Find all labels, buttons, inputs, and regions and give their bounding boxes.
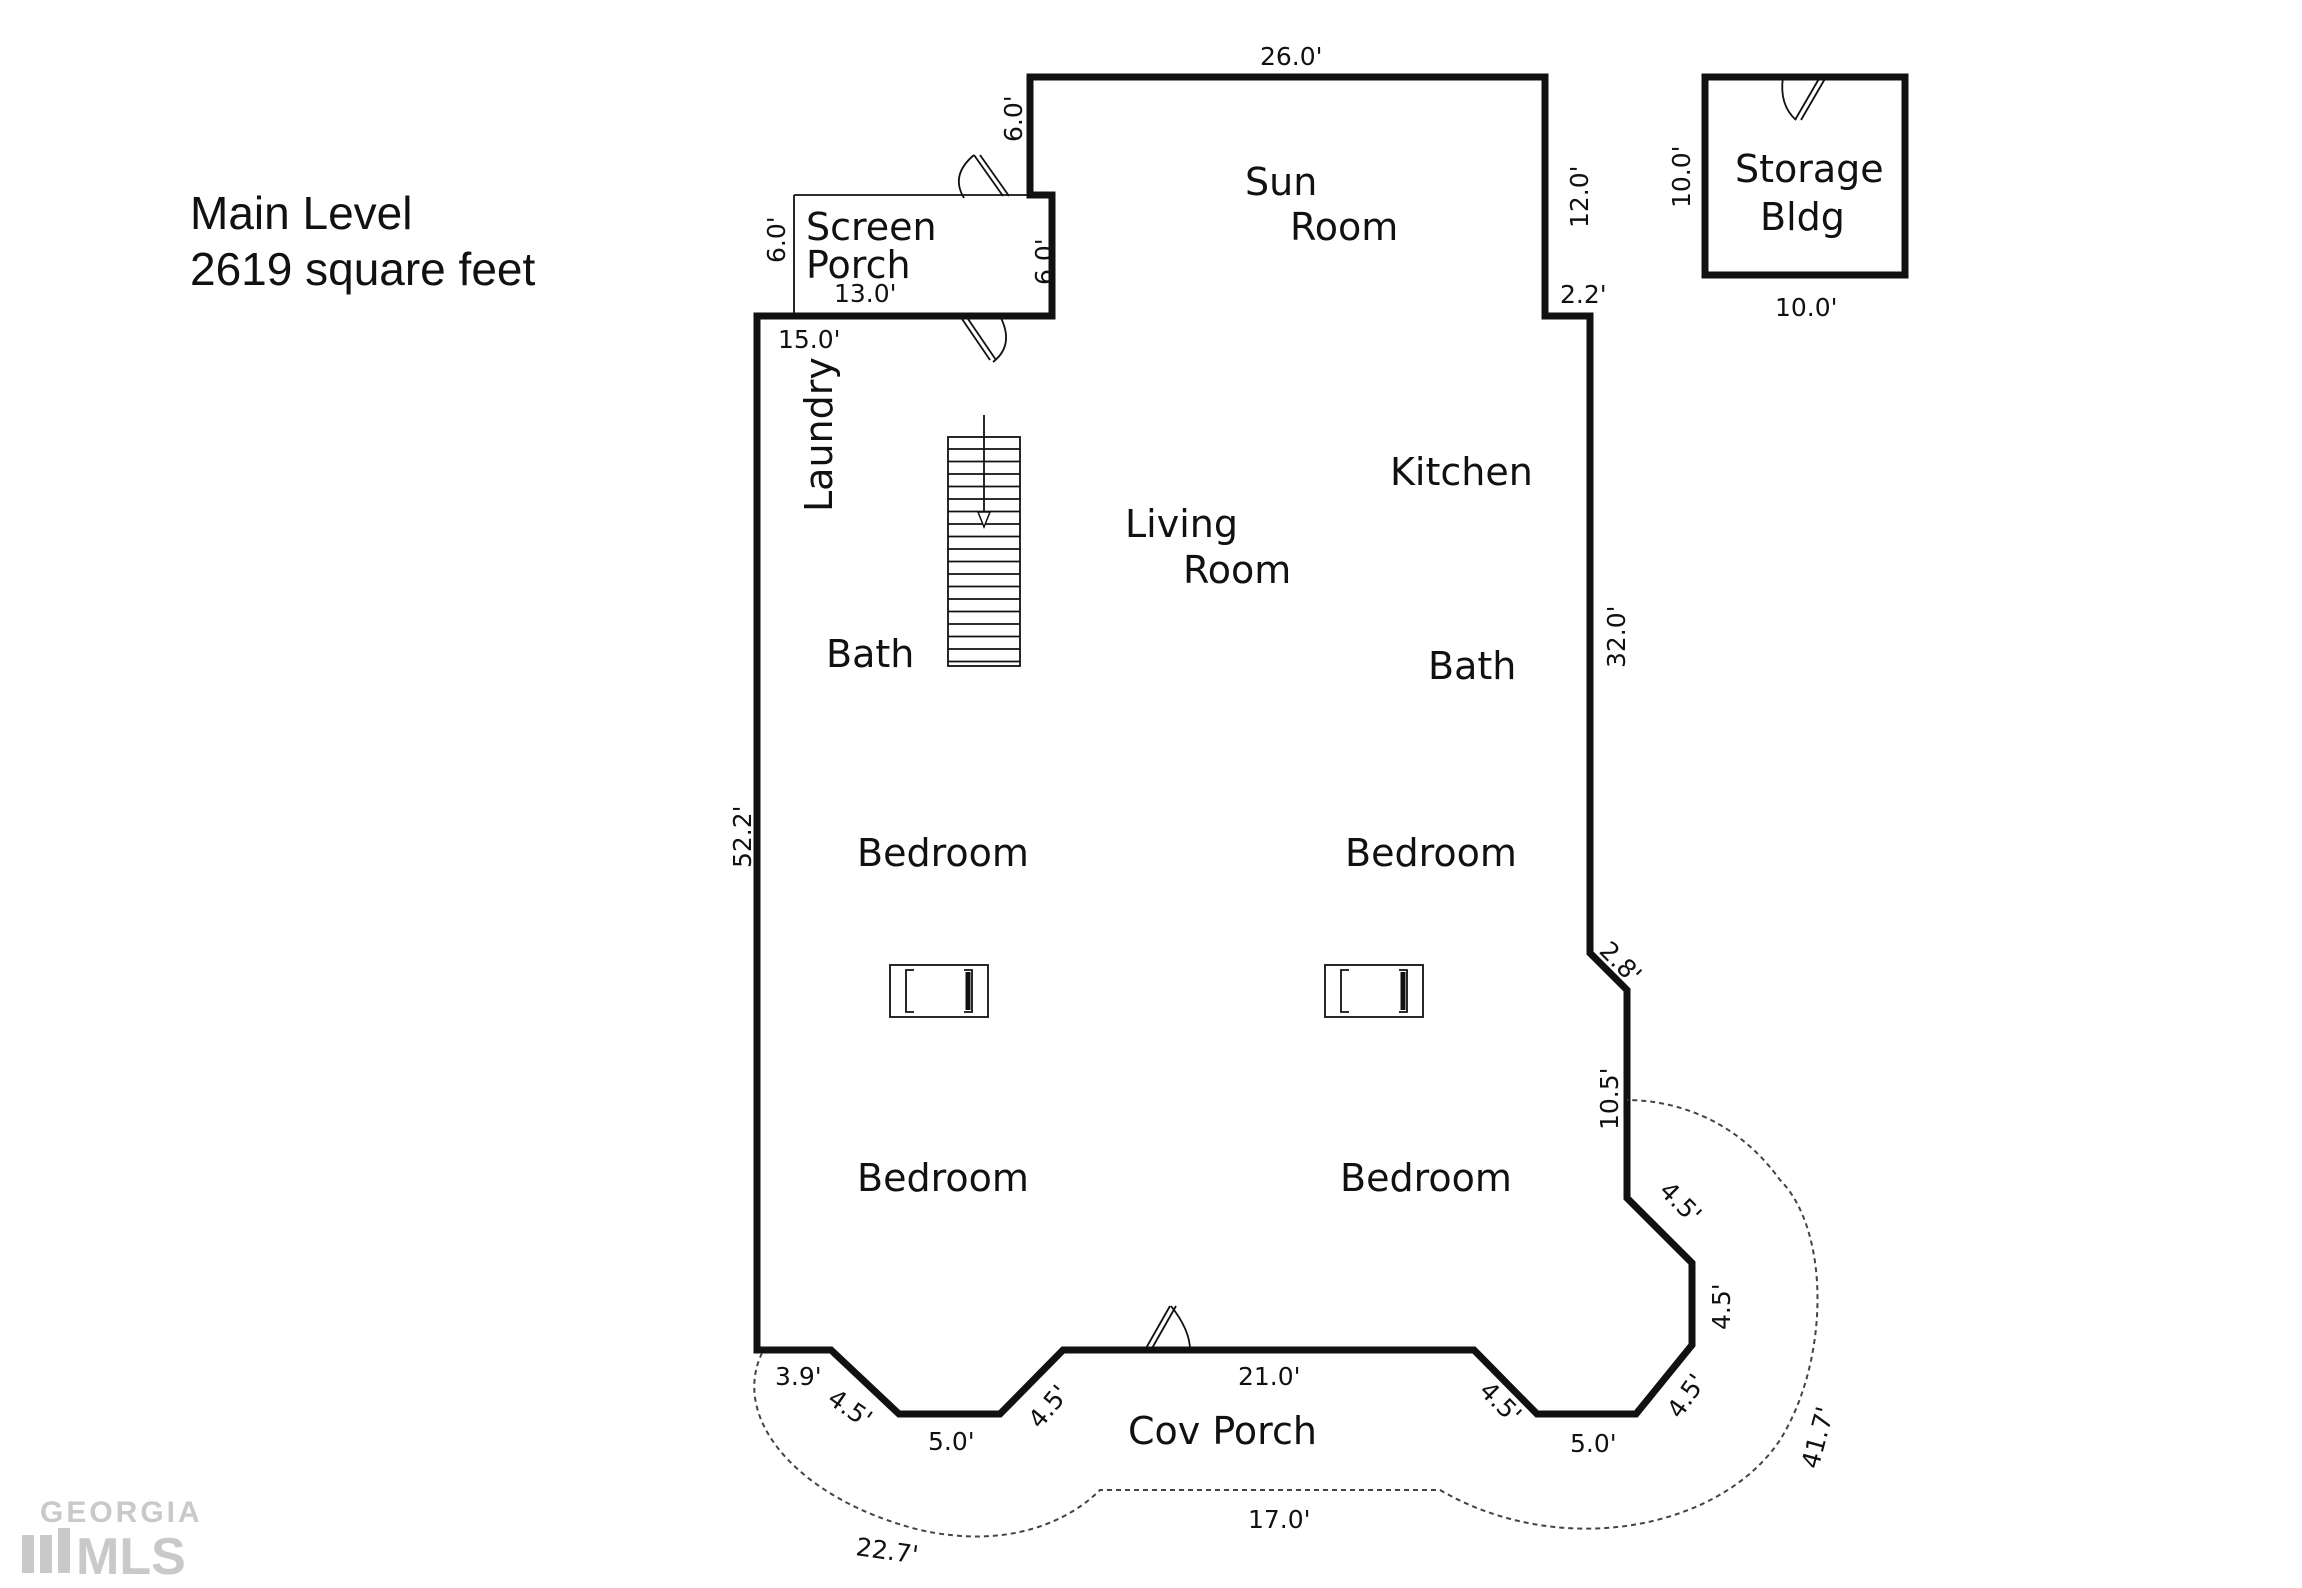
door-front — [1144, 1305, 1191, 1351]
dim-diag-right-upper: 2.8' — [1594, 936, 1647, 989]
dim-notch-top: 2.2' — [1560, 280, 1607, 309]
room-label-sun-2: Room — [1290, 205, 1398, 249]
bedroom-fixture-left — [889, 964, 989, 1018]
room-label-bedroom-lr: Bedroom — [1340, 1156, 1512, 1200]
room-label-bedroom-ur: Bedroom — [1345, 831, 1517, 875]
bedroom-fixture-right — [1324, 964, 1424, 1018]
dim-bottom-diag-3: 4.5' — [1474, 1376, 1527, 1429]
svg-text:GEORGIA: GEORGIA — [40, 1496, 203, 1529]
level-title: Main Level — [190, 187, 413, 239]
dim-porch-arc-left: 22.7' — [854, 1532, 920, 1569]
dim-sun-right: 12.0' — [1565, 165, 1594, 228]
dim-top: 26.0' — [1260, 42, 1323, 71]
room-label-laundry: Laundry — [797, 357, 841, 512]
dim-diag-right-a: 4.5' — [1654, 1176, 1707, 1229]
storage-building-wall — [1701, 73, 1909, 279]
room-label-bath-right: Bath — [1428, 644, 1516, 688]
room-label-living: Living — [1125, 502, 1238, 546]
room-label-living-room: Room — [1183, 548, 1291, 592]
dim-storage-bottom: 10.0' — [1775, 293, 1838, 322]
dim-right-lower: 10.5' — [1595, 1067, 1624, 1130]
room-label-bldg: Bldg — [1760, 195, 1845, 239]
door-storage — [1781, 76, 1827, 121]
area-text: 2619 square feet — [190, 243, 536, 295]
svg-text:MLS: MLS — [76, 1528, 186, 1586]
dim-right-main: 32.0' — [1602, 605, 1631, 668]
dim-porch-arc-right: 41.7' — [1796, 1404, 1840, 1472]
room-label-bedroom-ul: Bedroom — [857, 831, 1029, 875]
dim-bottom-left-stub: 3.9' — [775, 1362, 822, 1391]
dim-porch-bottom: 13.0' — [834, 279, 897, 308]
stairs — [947, 415, 1021, 667]
dim-bottom-mid: 21.0' — [1238, 1362, 1301, 1391]
room-label-kitchen: Kitchen — [1390, 450, 1533, 494]
dim-storage-side: 10.0' — [1667, 145, 1696, 208]
dim-laundry-top: 15.0' — [778, 325, 841, 354]
door-sun-room — [957, 154, 1010, 199]
dim-bottom-flat-2: 5.0' — [1570, 1429, 1617, 1458]
dim-bottom-diag-1: 4.5' — [823, 1383, 878, 1434]
room-label-bedroom-ll: Bedroom — [857, 1156, 1029, 1200]
main-outer-wall — [753, 73, 1696, 1418]
georgia-mls-logo: GEORGIA MLS — [22, 1496, 203, 1586]
room-label-storage: Storage — [1735, 147, 1884, 191]
room-label-porch: Porch — [806, 243, 911, 287]
dim-sun-left: 6.0' — [999, 95, 1028, 142]
room-label-sun: Sun — [1245, 160, 1317, 204]
screen-porch-outline — [793, 194, 1030, 316]
room-label-bath-left: Bath — [826, 632, 914, 676]
dim-bottom-flat-1: 5.0' — [928, 1427, 975, 1456]
dim-porch-arc-bottom: 17.0' — [1248, 1505, 1311, 1534]
dim-right-short: 4.5' — [1707, 1283, 1736, 1330]
dim-left-main: 52.2' — [728, 805, 757, 868]
dim-porch-left: 6.0' — [762, 216, 791, 263]
room-label-screen: Screen — [806, 205, 937, 249]
door-screen-porch — [959, 315, 1007, 363]
covered-porch-outline — [753, 1099, 1819, 1538]
room-label-cov-porch: Cov Porch — [1128, 1409, 1317, 1453]
dim-porch-right: 6.0' — [1030, 238, 1059, 285]
